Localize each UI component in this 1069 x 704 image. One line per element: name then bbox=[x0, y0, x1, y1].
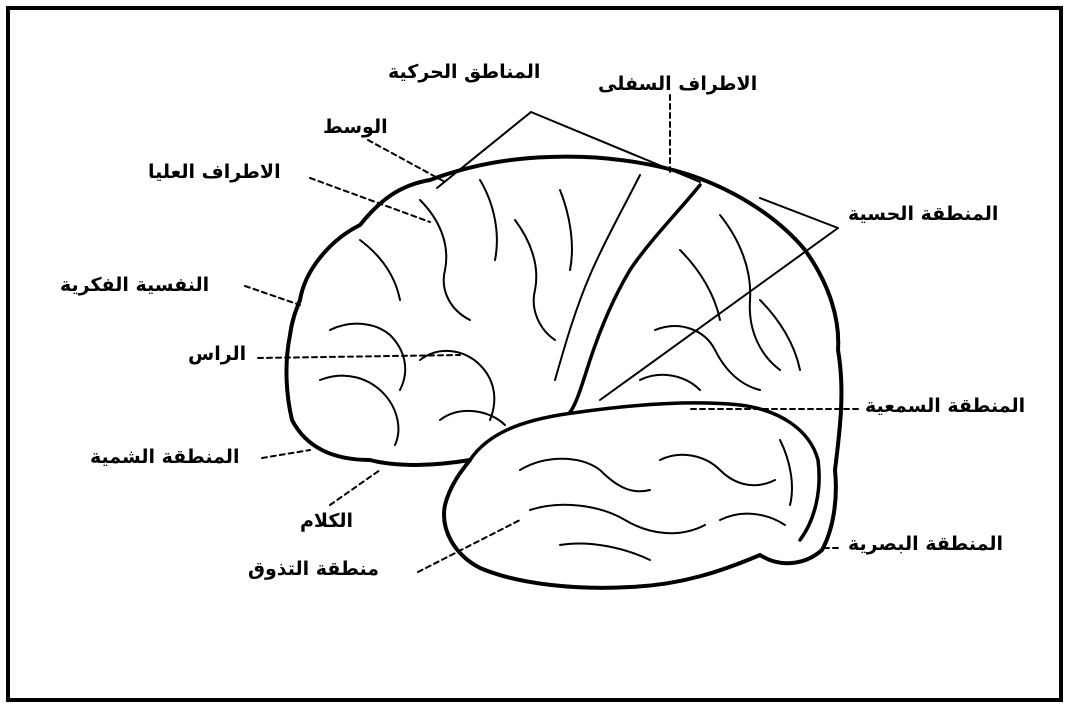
label-olfactory-area: المنطقة الشمية bbox=[90, 448, 239, 467]
label-head: الراس bbox=[188, 345, 246, 364]
brain-gyri bbox=[320, 180, 800, 560]
label-sensory-area: المنطقة الحسية bbox=[848, 205, 998, 224]
label-taste-area: منطقة التذوق bbox=[248, 560, 379, 579]
label-psychic-thinking: النفسية الفكرية bbox=[60, 276, 209, 295]
brain-outline bbox=[286, 157, 841, 588]
label-middle: الوسط bbox=[323, 118, 388, 137]
label-visual-area: المنطقة البصرية bbox=[848, 535, 1003, 554]
label-lower-limbs: الاطراف السفلى bbox=[598, 75, 757, 94]
label-motor-areas: المناطق الحركية bbox=[388, 63, 540, 82]
label-upper-limbs: الاطراف العليا bbox=[148, 163, 281, 182]
label-speech: الكلام bbox=[300, 512, 353, 531]
dashed-pointer-lines bbox=[245, 95, 858, 572]
temporal-lobe-outline bbox=[470, 403, 819, 540]
label-auditory-area: المنطقة السمعية bbox=[865, 397, 1025, 416]
pointer-lines bbox=[437, 112, 838, 400]
